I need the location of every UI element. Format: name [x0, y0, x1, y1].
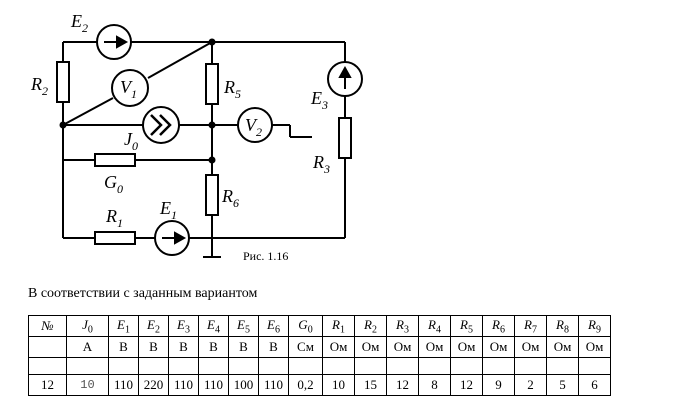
- resistor-r2: [56, 61, 70, 103]
- table-value-cell: 12: [450, 374, 483, 396]
- table-header-cell: R7: [514, 315, 547, 337]
- table-unit-cell: Ом: [418, 336, 451, 358]
- svg-text:R3: R3: [312, 152, 330, 176]
- table-header-cell: E2: [138, 315, 169, 337]
- table-header-cell: E4: [198, 315, 229, 337]
- table-header-cell: E5: [228, 315, 259, 337]
- table-header-cell: R2: [354, 315, 387, 337]
- table-unit-cell: Ом: [386, 336, 419, 358]
- table-value-cell: 6: [578, 374, 611, 396]
- svg-text:J0: J0: [124, 129, 138, 153]
- table-header-cell: R1: [322, 315, 355, 337]
- node-dot: [208, 121, 216, 129]
- table-value-cell: 10: [66, 374, 109, 396]
- table-value-cell: 110: [258, 374, 289, 396]
- resistor-r6: [205, 174, 219, 216]
- svg-text:E1: E1: [159, 198, 177, 222]
- table-unit-cell: Ом: [450, 336, 483, 358]
- table-value-cell: 5: [546, 374, 579, 396]
- table-unit-cell: См: [288, 336, 323, 358]
- table-value-cell: 12: [28, 374, 67, 396]
- table-unit-cell: В: [138, 336, 169, 358]
- table-header-cell: R6: [482, 315, 515, 337]
- svg-text:E3: E3: [310, 88, 328, 112]
- resistor-r5: [205, 63, 219, 105]
- table-header-cell: R5: [450, 315, 483, 337]
- table-value-cell: 220: [138, 374, 169, 396]
- svg-text:R6: R6: [221, 186, 239, 210]
- table-value-cell: 9: [482, 374, 515, 396]
- table-header-cell: G0: [288, 315, 323, 337]
- svg-text:R1: R1: [105, 206, 123, 230]
- table-unit-cell: В: [258, 336, 289, 358]
- table-unit-cell: В: [228, 336, 259, 358]
- table-unit-cell: Ом: [546, 336, 579, 358]
- resistor-r1: [94, 231, 136, 245]
- table-unit-cell: А: [66, 336, 109, 358]
- table-unit-cell: В: [108, 336, 139, 358]
- table-value-cell: 0,2: [288, 374, 323, 396]
- table-header-cell: E1: [108, 315, 139, 337]
- table-header-cell: R4: [418, 315, 451, 337]
- svg-text:R2: R2: [30, 74, 48, 98]
- node-dot: [208, 38, 216, 46]
- svg-text:R5: R5: [223, 77, 241, 101]
- svg-text:G0: G0: [104, 172, 123, 196]
- table-value-cell: 110: [108, 374, 139, 396]
- svg-text:V1: V1: [120, 77, 137, 101]
- svg-text:E2: E2: [70, 11, 88, 35]
- voltmeter-v1: [111, 69, 149, 107]
- node-dot: [208, 156, 216, 164]
- table-header-cell: J0: [66, 315, 109, 337]
- table-unit-cell: Ом: [322, 336, 355, 358]
- table-header-cell: R9: [578, 315, 611, 337]
- table-value-cell: 110: [198, 374, 229, 396]
- intro-text: В соответствии с заданным вариантом: [28, 286, 258, 301]
- table-header-cell: R3: [386, 315, 419, 337]
- table-value-cell: 12: [386, 374, 419, 396]
- svg-text:V2: V2: [245, 115, 262, 139]
- node-dot: [59, 121, 67, 129]
- table-header-cell: E6: [258, 315, 289, 337]
- table-value-cell: 8: [418, 374, 451, 396]
- table-header-cell: E3: [168, 315, 199, 337]
- voltmeter-v2: [237, 107, 273, 143]
- table-value-cell: 2: [514, 374, 547, 396]
- table-unit-cell: В: [168, 336, 199, 358]
- table-unit-cell: Ом: [514, 336, 547, 358]
- table-unit-cell: Ом: [354, 336, 387, 358]
- conductance-g0: [94, 153, 136, 167]
- table-value-cell: 110: [168, 374, 199, 396]
- resistor-r3: [338, 117, 352, 159]
- table-unit-cell: Ом: [578, 336, 611, 358]
- figure-caption: Рис. 1.16: [243, 249, 288, 263]
- table-header-cell: №: [28, 315, 67, 337]
- table-unit-cell: В: [198, 336, 229, 358]
- table-header-cell: R8: [546, 315, 579, 337]
- table-unit-cell: Ом: [482, 336, 515, 358]
- table-unit-cell: [28, 336, 67, 358]
- table-value-cell: 100: [228, 374, 259, 396]
- table-value-cell: 15: [354, 374, 387, 396]
- table-value-cell: 10: [322, 374, 355, 396]
- circuit-diagram: E2 R2 V1 R5 E3 J0 V2 R3 G0 R6 R1 E1 Рис.…: [30, 11, 363, 263]
